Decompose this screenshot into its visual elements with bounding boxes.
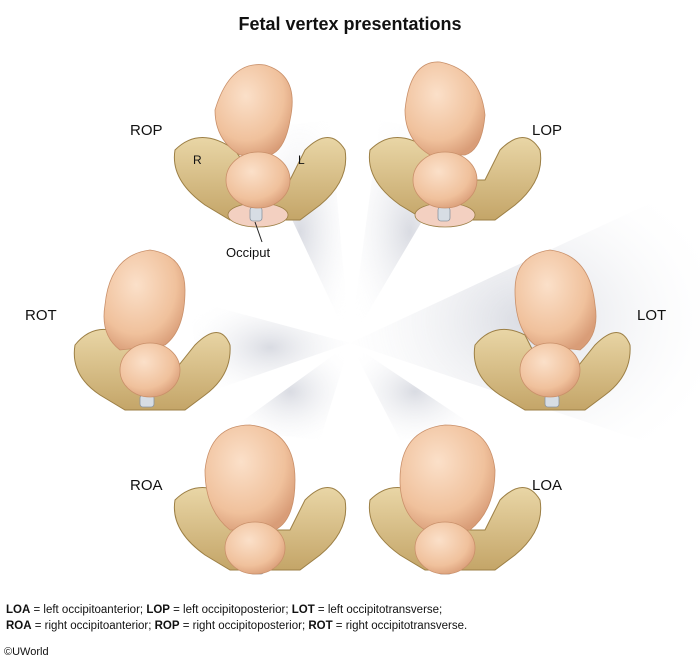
- pelvis-right-label: R: [193, 153, 202, 167]
- legend-abbr-rot: ROT: [308, 620, 333, 632]
- legend-text-lot: = left occipitotransverse;: [314, 604, 443, 616]
- label-lop: LOP: [532, 122, 563, 139]
- figure-loa: [368, 424, 542, 575]
- figure-title: Fetal vertex presentations: [238, 14, 462, 34]
- label-lot: LOT: [637, 307, 667, 324]
- legend-abbr-lop: LOP: [146, 604, 170, 616]
- legend-text-lop: = left occipitoposterior;: [169, 604, 292, 616]
- legend-text-rop: = right occipitoposterior;: [179, 620, 309, 632]
- figure-lot: [473, 249, 631, 411]
- occiput-pointer: [254, 221, 263, 243]
- legend-abbr-roa: ROA: [6, 620, 32, 632]
- figure-rot: [73, 249, 231, 411]
- label-roa: ROA: [130, 477, 163, 494]
- copyright: ©UWorld: [4, 646, 49, 658]
- label-rop: ROP: [130, 122, 163, 139]
- legend-abbr-lot: LOT: [291, 604, 315, 616]
- figure-rop: [173, 64, 347, 228]
- label-rot: ROT: [25, 307, 57, 324]
- pelvis-left-label: L: [298, 153, 305, 167]
- label-loa: LOA: [532, 477, 563, 494]
- legend-abbr-rop: ROP: [154, 620, 180, 632]
- legend-line-2: ROA = right occipitoanterior; ROP = righ…: [6, 618, 467, 634]
- legend-line-1: LOA = left occipitoanterior; LOP = left …: [6, 602, 467, 618]
- figure-roa: [173, 424, 347, 575]
- legend-text-loa: = left occipitoanterior;: [30, 604, 147, 616]
- legend-text-roa: = right occipitoanterior;: [31, 620, 155, 632]
- legend-text-rot: = right occipitotransverse.: [332, 620, 468, 632]
- legend: LOA = left occipitoanterior; LOP = left …: [6, 602, 467, 634]
- occiput-label: Occiput: [226, 245, 271, 260]
- figure-lop: [368, 61, 542, 228]
- legend-abbr-loa: LOA: [6, 604, 31, 616]
